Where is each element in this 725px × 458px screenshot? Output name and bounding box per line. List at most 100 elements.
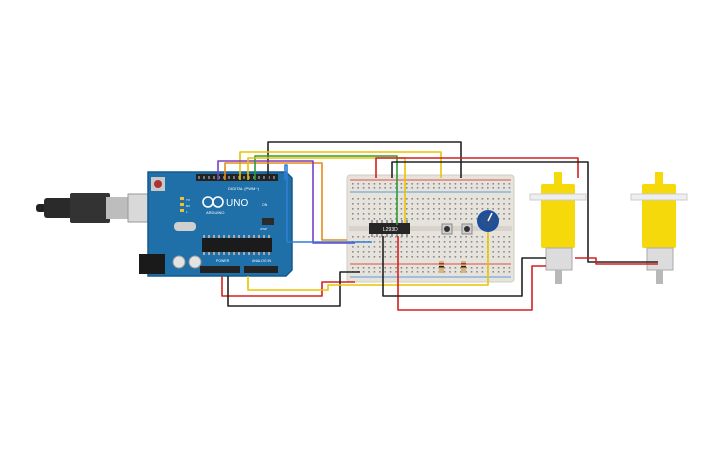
chip-pin — [386, 220, 388, 223]
breadboard-hole — [373, 203, 376, 205]
breadboard-hole — [497, 203, 500, 205]
breadboard-hole — [503, 203, 505, 205]
breadboard-hole — [465, 208, 467, 210]
chip-pin — [218, 252, 220, 255]
breadboard-hole — [503, 256, 505, 258]
breadboard-hole — [395, 251, 397, 253]
breadboard-hole — [470, 187, 473, 189]
chip-pin — [406, 234, 408, 237]
breadboard-hole — [389, 213, 392, 215]
breadboard-hole — [433, 256, 435, 258]
breadboard-hole — [460, 183, 462, 185]
wire-purple — [217, 160, 355, 244]
breadboard-hole — [411, 241, 413, 243]
wire-green — [254, 155, 398, 225]
dc-motor-right[interactable] — [630, 172, 688, 284]
push-button[interactable] — [441, 223, 453, 235]
breadboard-hole — [362, 203, 365, 205]
breadboard-hole — [433, 236, 435, 238]
breadboard-hole — [384, 208, 386, 210]
breadboard-hole — [465, 183, 467, 185]
breadboard-hole — [416, 256, 419, 258]
breadboard-hole — [427, 213, 430, 215]
breadboard-hole — [438, 241, 440, 243]
breadboard-hole — [427, 183, 430, 185]
breadboard-hole — [406, 218, 408, 220]
breadboard-hole — [508, 256, 511, 258]
breadboard-hole — [422, 218, 424, 220]
breadboard-hole — [470, 183, 473, 185]
chip-pin — [248, 252, 250, 255]
breadboard-hole — [379, 218, 381, 220]
breadboard-hole — [379, 213, 381, 215]
breadboard-hole — [476, 183, 478, 185]
chip-pin — [228, 252, 230, 255]
breadboard-hole — [476, 218, 478, 220]
dc-motor-left[interactable] — [529, 172, 587, 284]
breadboard-hole — [443, 251, 446, 253]
breadboard-hole — [406, 256, 408, 258]
icsp-label: ICSP — [260, 227, 267, 231]
breadboard-hole — [422, 246, 424, 248]
breadboard-hole — [503, 271, 505, 273]
push-button[interactable] — [461, 223, 473, 235]
breadboard-hole — [416, 183, 419, 185]
breadboard-hole — [395, 267, 397, 269]
breadboard-hole — [389, 236, 392, 238]
breadboard-hole — [368, 198, 370, 200]
breadboard-hole — [362, 267, 365, 269]
breadboard-hole — [416, 236, 419, 238]
breadboard-hole — [454, 256, 457, 258]
header-pin — [263, 176, 265, 179]
breadboard-hole — [438, 236, 440, 238]
wire-orange — [224, 162, 347, 241]
chip-pin — [243, 252, 245, 255]
breadboard-hole — [422, 271, 424, 273]
breadboard-hole — [449, 183, 451, 185]
breadboard-hole — [433, 198, 435, 200]
header-pin — [258, 176, 260, 179]
power-header-label: POWER — [216, 259, 230, 263]
breadboard-hole — [433, 183, 435, 185]
breadboard-hole — [368, 203, 370, 205]
breadboard-hole — [395, 271, 397, 273]
arduino-uno-board[interactable]: TX RX L ON UNO ARDUINO DIGITAL (PWM~) IC… — [139, 171, 293, 277]
breadboard-hole — [373, 267, 376, 269]
breadboard-hole — [373, 208, 376, 210]
breadboard-hole — [492, 183, 494, 185]
breadboard-hole — [362, 198, 365, 200]
chip-pin — [253, 235, 255, 238]
breadboard-hole — [460, 187, 462, 189]
breadboard-hole — [379, 187, 381, 189]
breadboard-hole — [492, 187, 494, 189]
icsp-header — [262, 218, 274, 225]
power-jack — [139, 254, 165, 274]
breadboard-hole — [443, 241, 446, 243]
header-pin — [268, 176, 270, 179]
header-pin — [228, 176, 230, 179]
potentiometer-knob[interactable] — [477, 210, 499, 232]
chip-pin — [208, 252, 210, 255]
wire-black — [227, 271, 360, 307]
breadboard-hole — [497, 256, 500, 258]
breadboard-hole — [373, 187, 376, 189]
breadboard-hole — [352, 246, 354, 248]
breadboard-hole — [476, 198, 478, 200]
power-header[interactable] — [200, 266, 240, 273]
breadboard-hole — [503, 208, 505, 210]
breadboard-hole — [508, 271, 511, 273]
breadboard-hole — [438, 256, 440, 258]
breadboard-hole — [395, 256, 397, 258]
resistor — [461, 261, 466, 273]
chip-pin — [223, 235, 225, 238]
breadboard-hole — [395, 203, 397, 205]
breadboard-hole — [427, 256, 430, 258]
digital-header[interactable] — [196, 174, 278, 181]
breadboard-hole — [492, 251, 494, 253]
breadboard-hole — [427, 208, 430, 210]
breadboard-hole — [406, 208, 408, 210]
breadboard-hole — [433, 267, 435, 269]
chip-pin — [391, 220, 393, 223]
breadboard-hole — [465, 236, 467, 238]
analog-header[interactable] — [244, 266, 278, 273]
